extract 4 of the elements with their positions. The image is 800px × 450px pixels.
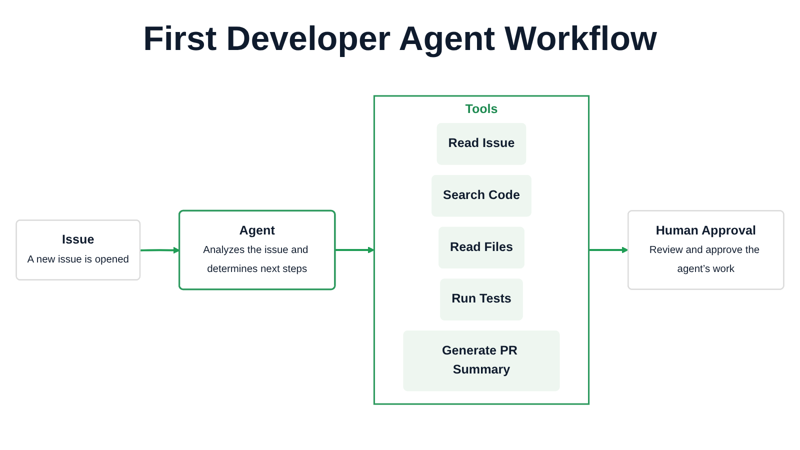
arrow: [588, 246, 628, 254]
arrow: [140, 246, 180, 254]
diagram-title: First Developer Agent Workflow: [142, 19, 658, 58]
arrow: [334, 246, 375, 254]
